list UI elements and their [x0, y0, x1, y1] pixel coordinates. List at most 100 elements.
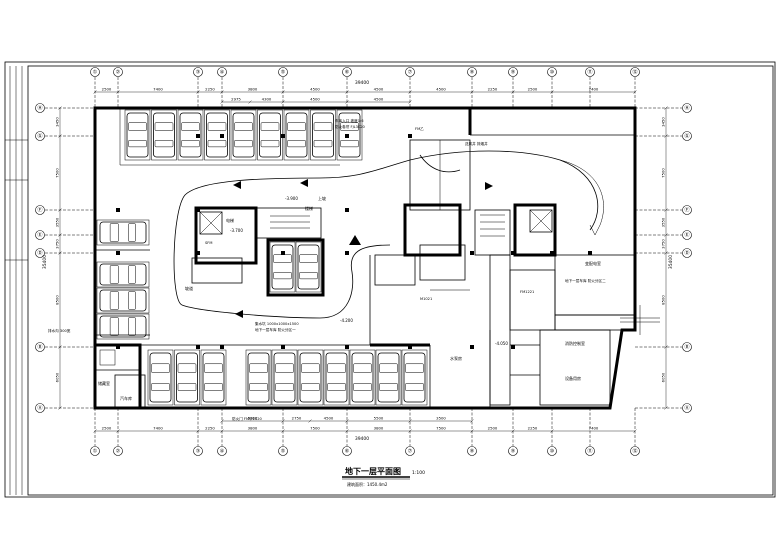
axis-bottom-1-label: ①	[93, 449, 98, 455]
axis-right-7: Ⓐ	[682, 403, 692, 413]
dim-bottom-9: 2250	[528, 426, 538, 431]
column-11	[281, 251, 285, 255]
axis-left-3: Ⓕ	[35, 205, 45, 215]
axis-right-4-label: Ⓔ	[684, 232, 689, 239]
label-note-d: 集水坑 1000x1000x1500	[255, 321, 299, 326]
axis-top-12-label: ⑫	[632, 69, 637, 76]
axis-left-6-label: Ⓑ	[37, 344, 42, 351]
axis-left-4: Ⓔ	[35, 230, 45, 240]
axis-bottom-6: ⑥	[342, 446, 352, 456]
axis-top-7-label: ⑦	[408, 70, 413, 76]
aisle-arrow-left	[235, 310, 243, 318]
axis-bottom-3-label: ③	[196, 449, 200, 455]
dim-bottom-8: 2500	[488, 426, 498, 431]
axis-right-7-label: Ⓐ	[684, 405, 689, 412]
dim-right-1: 3450	[661, 117, 666, 127]
dim-bottom-1: 2500	[102, 426, 112, 431]
interior-partitions	[95, 108, 491, 408]
column-2	[220, 134, 224, 138]
axis-top-3: ③	[193, 67, 203, 77]
axis-right-1-label: Ⓗ	[684, 105, 689, 112]
parking-stall-bottom-b-2	[271, 349, 298, 406]
axis-top-7: ⑦	[405, 67, 415, 77]
parking-stall-left-2	[96, 261, 150, 288]
drive-aisle-curves	[173, 150, 604, 319]
column-16	[281, 345, 285, 349]
dim-right-5: 8500	[661, 295, 666, 305]
dim-bottom-inner-4: 5500	[374, 416, 384, 421]
axis-top-3-label: ③	[196, 70, 200, 76]
axis-left-5-label: Ⓓ	[37, 250, 42, 257]
axis-bottom-7: ⑦	[405, 446, 415, 456]
parking-stall-center-2	[295, 241, 322, 293]
dim-right-3: 3550	[661, 217, 666, 227]
aisle-arrow-right	[485, 182, 493, 190]
dim-left-total: 35400	[42, 255, 48, 269]
dim-top-8: 2250	[488, 87, 498, 92]
dim-left-3: 3550	[55, 217, 60, 227]
axis-top-11: ⑪	[585, 67, 595, 77]
dim-left-6: 6050	[55, 372, 60, 382]
parking-stall-top-3	[177, 109, 204, 161]
parking-stall-center-1	[269, 241, 296, 293]
label-level-b: -4.200	[340, 318, 353, 323]
axis-left-6: Ⓑ	[35, 342, 45, 352]
label-level-c: -4.050	[495, 341, 508, 346]
axis-left-4-label: Ⓔ	[37, 232, 42, 239]
column-3	[281, 134, 285, 138]
label-fire-room: 消防控制室	[565, 340, 585, 346]
axis-right-2: Ⓖ	[682, 131, 692, 141]
axis-bottom-9: ⑨	[508, 446, 518, 456]
parking-stall-left-4	[96, 313, 150, 340]
axis-top-4-label: ④	[220, 70, 225, 76]
axis-right-3: Ⓕ	[682, 205, 692, 215]
axis-top-11-label: ⑪	[587, 69, 592, 76]
parking-stall-top-7	[283, 109, 310, 161]
dim-bottom-inner-2: 2750	[292, 416, 302, 421]
dim-top-inner-3: 4500	[310, 97, 320, 102]
axis-right-6: Ⓑ	[682, 342, 692, 352]
dim-bottom-2: 7400	[153, 426, 163, 431]
label-door-a: M1021	[420, 297, 432, 301]
label-door-b: FM1221	[520, 290, 534, 294]
dim-bottom-6: 3800	[374, 426, 384, 431]
axis-top-6-label: ⑥	[345, 70, 350, 76]
sheet-outer-border	[4, 61, 776, 498]
parking-stall-top-1	[124, 109, 151, 161]
dim-bottom-inner-1: 5100	[248, 416, 258, 421]
axis-bottom-10: ⑩	[547, 446, 557, 456]
aisle-arrow-left-3	[233, 181, 241, 189]
column-22	[588, 251, 592, 255]
axis-bottom-4-label: ④	[220, 449, 225, 455]
dim-bottom-inner-3: 4500	[324, 416, 334, 421]
parking-stall-bottom-b-6	[375, 349, 402, 406]
axis-bottom-5-label: ⑤	[281, 449, 285, 455]
drawing-scale: 1:100	[412, 470, 425, 476]
axis-left-7-label: Ⓐ	[37, 405, 42, 412]
label-note-a: 车库入口 坡度1:6	[335, 118, 364, 123]
dim-top-7: 4500	[436, 87, 446, 92]
dim-bottom-inner-5: 3500	[436, 416, 446, 421]
axis-top-1-label: ①	[93, 70, 98, 76]
dim-left-1: 3450	[55, 117, 60, 127]
dim-top-1: 2500	[102, 87, 112, 92]
parking-stall-bottom-b-1	[245, 349, 272, 406]
grid-lines	[45, 77, 682, 446]
axis-top-1: ①	[90, 67, 100, 77]
axis-top-2: ②	[113, 67, 123, 77]
dim-left-5: 8500	[55, 295, 60, 305]
axis-bottom-9-label: ⑨	[511, 449, 515, 455]
label-water-pump: 水泵房	[450, 355, 462, 361]
drawing-title-block: 地下一层平面图 1:100 建筑面积：1450.4m2	[342, 466, 425, 487]
dim-top-3: 2250	[205, 87, 215, 92]
parking-row-bottom	[147, 349, 428, 406]
label-ramp: 坡道	[185, 285, 193, 291]
dim-top-4: 3800	[248, 87, 258, 92]
axis-left-3-label: Ⓕ	[37, 207, 42, 214]
axis-top-4: ④	[217, 67, 227, 77]
parking-stall-bottom-a-2	[174, 349, 200, 406]
column-1	[196, 134, 200, 138]
